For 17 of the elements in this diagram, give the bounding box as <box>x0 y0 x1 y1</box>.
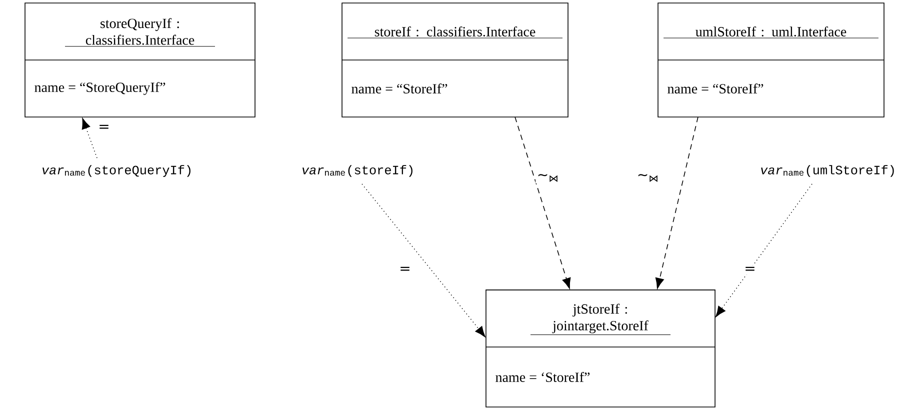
arrow <box>655 116 698 289</box>
edge-label: = <box>96 123 112 132</box>
class-box: jtStoreIf : jointarget.StoreIf name = ‘StoreIf” <box>486 290 716 408</box>
edge-label: ∼$_{⋈}$ <box>536 172 560 184</box>
class-box: storeQueryIf : classifiers.Interface name = “StoreQueryIf” <box>24 2 256 118</box>
class-box: umlStoreIf : uml.Interface name = “StoreIf” <box>658 2 884 118</box>
edge-label: = <box>742 265 758 274</box>
variable-label: var$_{name}$(storeQueryIf) <box>42 165 190 177</box>
arrow <box>716 184 812 318</box>
arrow <box>514 116 571 289</box>
arrow <box>362 184 486 338</box>
variable-label: var$_{name}$(umlStoreIf) <box>761 165 894 177</box>
variable-label: var$_{name}$(storeIf) <box>302 165 412 177</box>
class-box: storeIf : classifiers.Interface name = “StoreIf” <box>342 2 568 118</box>
edge-label: = <box>398 265 412 274</box>
arrow <box>82 118 98 158</box>
edge-label: ∼$_{⋈}$ <box>636 172 660 184</box>
